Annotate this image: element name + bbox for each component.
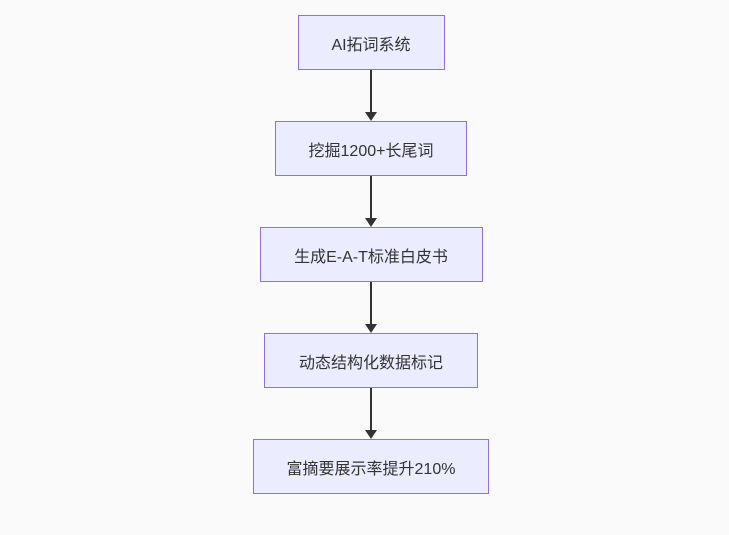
flowchart-node-eat-whitepaper: 生成E-A-T标准白皮书 — [259, 227, 483, 282]
arrow-line — [370, 70, 372, 112]
flow-arrow-1 — [365, 70, 377, 121]
arrow-down-icon — [365, 112, 377, 121]
arrow-down-icon — [365, 430, 377, 439]
flowchart: AI拓词系统 挖掘1200+长尾词 生成E-A-T标准白皮书 动态结构化数据标记… — [253, 15, 489, 494]
flowchart-node-structured-data: 动态结构化数据标记 — [264, 333, 478, 388]
flowchart-node-ai-keyword-system: AI拓词系统 — [297, 15, 445, 70]
flow-arrow-2 — [365, 176, 377, 227]
arrow-line — [370, 282, 372, 324]
flow-arrow-4 — [365, 388, 377, 439]
arrow-down-icon — [365, 324, 377, 333]
arrow-line — [370, 388, 372, 430]
flowchart-node-rich-snippet-result: 富摘要展示率提升210% — [253, 439, 489, 494]
arrow-down-icon — [365, 218, 377, 227]
arrow-line — [370, 176, 372, 218]
flowchart-node-longtail-mining: 挖掘1200+长尾词 — [275, 121, 467, 176]
flow-arrow-3 — [365, 282, 377, 333]
